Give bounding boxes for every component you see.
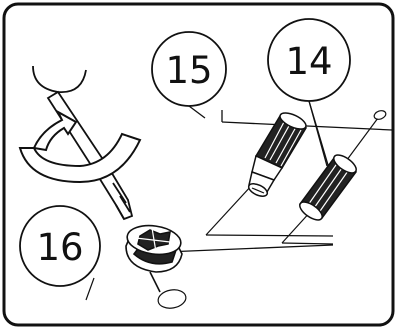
callout-14-number: 14	[285, 40, 332, 83]
callout-15-number: 15	[165, 49, 212, 92]
callout-15: 15	[152, 32, 226, 106]
callout-16-number: 16	[36, 226, 83, 269]
callout-14: 14	[268, 19, 350, 101]
callout-16: 16	[20, 206, 100, 286]
